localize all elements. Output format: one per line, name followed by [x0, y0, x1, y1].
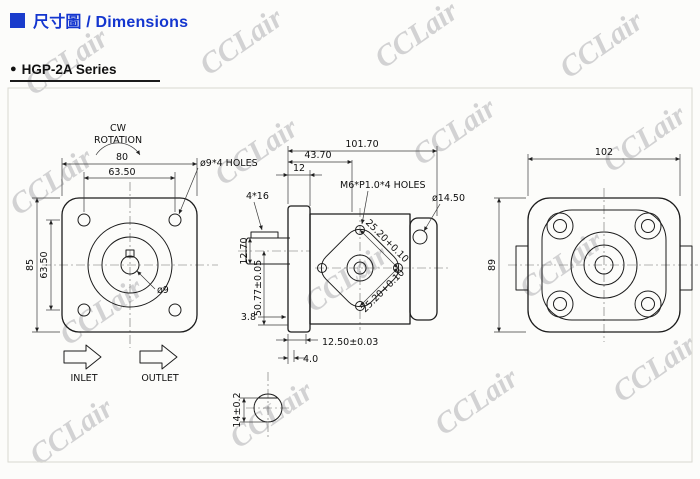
- front-holes-note: ø9*4 HOLES: [200, 158, 258, 169]
- dim-rear-height: 89: [487, 259, 498, 271]
- section-marker-icon: [10, 12, 25, 28]
- dim-key-depth: 4.0: [303, 354, 318, 365]
- rear-view-dimensions: 102 89: [487, 147, 681, 333]
- front-view-dimensions: CW ROTATION 80 63.50 ø9*4 HOLES 85 63.50…: [25, 123, 258, 384]
- rotation-arrow-icon: [95, 142, 141, 156]
- front-view: [42, 182, 218, 348]
- dim-front-height-outer: 85: [25, 259, 36, 271]
- dim-center-height: 50.77±0.05: [253, 260, 264, 316]
- thread-note: M6*P1.0*4 HOLES: [340, 180, 426, 191]
- bullet-icon: ●: [10, 63, 17, 75]
- side-view: [238, 205, 448, 440]
- key-note: 4*16: [246, 191, 269, 202]
- outlet-label: OUTLET: [141, 373, 179, 384]
- dim-front-width-holes: 63.50: [108, 167, 135, 178]
- outlet-arrow-icon: [139, 344, 178, 370]
- side-view-dimensions: 101.70 43.70 12 4*16 M6*P1.0*4 HOLES ø14…: [232, 139, 465, 428]
- inlet-arrow-icon: [63, 344, 102, 370]
- dim-diag-a: 25.20+0.10: [363, 217, 411, 265]
- page-title: 尺寸圖 / Dimensions: [33, 14, 189, 31]
- page-header: 尺寸圖 / Dimensions: [10, 8, 188, 32]
- dim-front-width-outer: 80: [116, 152, 128, 163]
- dim-step: 3.8: [241, 312, 256, 323]
- dim-side-front: 43.70: [304, 150, 331, 161]
- inlet-label: INLET: [70, 373, 97, 384]
- dim-front-shaft-dia: ø9: [157, 285, 169, 296]
- dim-shaft-flat: 14±0.2: [232, 392, 243, 427]
- dim-side-overall: 101.70: [345, 139, 378, 150]
- rotation-label-cw: CW: [110, 123, 127, 134]
- dim-shaft-dia: 12.70: [239, 237, 250, 264]
- dim-side-flange: 12: [293, 163, 305, 174]
- dim-diag-b: 25.20+0.10: [359, 267, 407, 315]
- dim-pilot: 12.50±0.03: [322, 337, 378, 348]
- rear-view: [508, 188, 698, 342]
- series-heading: ● HGP-2A Series: [10, 62, 160, 82]
- dim-front-height-holes: 63.50: [39, 251, 50, 278]
- port-dia-note: ø14.50: [432, 193, 465, 204]
- dim-rear-width: 102: [595, 147, 613, 158]
- series-name: HGP-2A Series: [21, 62, 117, 77]
- rotation-label: ROTATION: [94, 135, 142, 146]
